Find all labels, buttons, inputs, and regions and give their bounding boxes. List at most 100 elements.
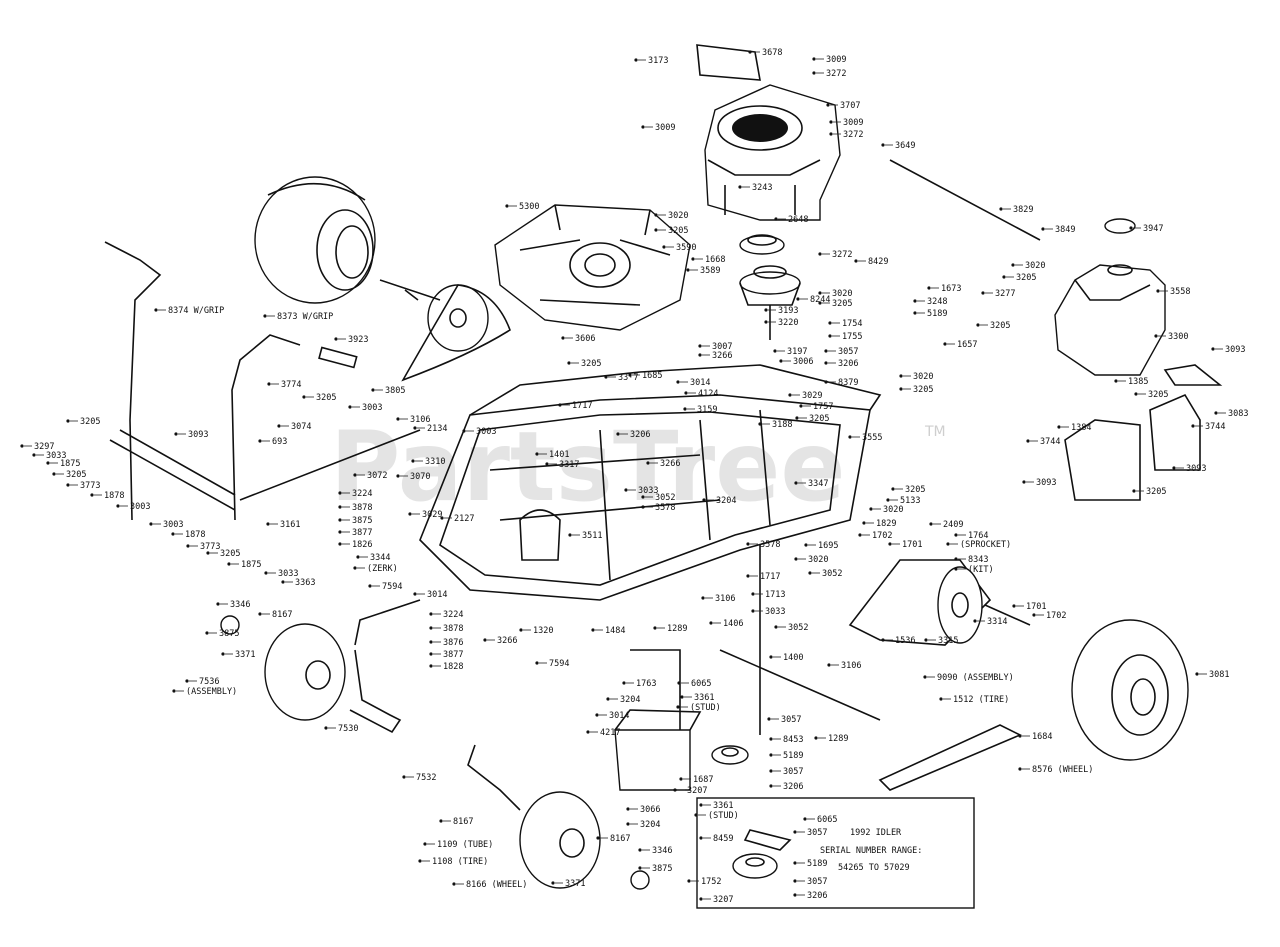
part-callout: 3009 <box>843 118 863 128</box>
part-callout: (STUD) <box>690 703 721 713</box>
part-callout: 3878 <box>352 503 372 513</box>
part-callout: 1401 <box>549 450 569 460</box>
part-callout: 8244 <box>810 295 830 305</box>
part-callout: (ZERK) <box>367 564 398 574</box>
part-callout: 3204 <box>716 496 736 506</box>
leader-dot <box>638 848 642 852</box>
leader-dot <box>348 405 352 409</box>
part-callout: 3173 <box>648 56 668 66</box>
transaxle <box>494 204 691 331</box>
part-callout: 1878 <box>185 530 205 540</box>
leader-dot <box>1022 480 1026 484</box>
part-callout: 3361 <box>694 693 714 703</box>
part-callout: 3877 <box>352 528 372 538</box>
part-callout: 3876 <box>443 638 463 648</box>
leader-dot <box>52 472 56 476</box>
leader-dot <box>677 681 681 685</box>
part-callout: 3774 <box>281 380 301 390</box>
rear-wheel-left <box>254 176 376 304</box>
part-callout: 3074 <box>291 422 311 432</box>
leader-dot <box>691 257 695 261</box>
part-callout: 3204 <box>640 820 660 830</box>
leader-dot <box>946 542 950 546</box>
leader-dot <box>653 626 657 630</box>
leader-dot <box>628 373 632 377</box>
part-callout: (KIT) <box>968 565 994 575</box>
part-callout: 3277 <box>995 289 1015 299</box>
part-callout: 3205 <box>581 359 601 369</box>
part-callout: 1536 <box>895 636 915 646</box>
part-callout: 3371 <box>565 879 585 889</box>
leader-dot <box>899 387 903 391</box>
leader-dot <box>429 612 433 616</box>
leader-dot <box>699 897 703 901</box>
part-callout: 3590 <box>676 243 696 253</box>
part-callout: 3093 <box>188 430 208 440</box>
leader-dot <box>814 736 818 740</box>
part-callout: 5189 <box>927 309 947 319</box>
part-callout: 3020 <box>832 289 852 299</box>
leader-dot <box>701 596 705 600</box>
part-callout: 3081 <box>1209 670 1229 680</box>
part-callout: 3020 <box>883 505 903 515</box>
part-callout: 3272 <box>843 130 863 140</box>
part-callout: 3272 <box>826 69 846 79</box>
part-callout: 3003 <box>130 502 150 512</box>
leader-dot <box>684 391 688 395</box>
part-callout: 1406 <box>723 619 743 629</box>
part-callout: 3578 <box>760 540 780 550</box>
leader-dot <box>954 567 958 571</box>
leader-dot <box>869 507 873 511</box>
leader-dot <box>1002 275 1006 279</box>
part-callout: 3773 <box>80 481 100 491</box>
part-callout: 3033 <box>638 486 658 496</box>
leader-dot <box>1214 411 1218 415</box>
part-callout: 1701 <box>1026 602 1046 612</box>
leader-dot <box>277 424 281 428</box>
leader-dot <box>411 459 415 463</box>
part-callout: 3003 <box>362 403 382 413</box>
part-callout: 6065 <box>817 815 837 825</box>
part-callout: 693 <box>272 437 287 447</box>
leader-dot <box>221 652 225 656</box>
leader-dot <box>818 291 822 295</box>
part-callout: 3020 <box>808 555 828 565</box>
part-callout: 1384 <box>1071 423 1091 433</box>
leader-dot <box>913 299 917 303</box>
part-callout: 3707 <box>840 101 860 111</box>
part-callout: 8374 W/GRIP <box>168 306 224 316</box>
leader-dot <box>828 334 832 338</box>
leader-dot <box>205 631 209 635</box>
part-callout: 5133 <box>900 496 920 506</box>
part-callout: 3555 <box>862 433 882 443</box>
part-callout: 8453 <box>783 735 803 745</box>
leader-dot <box>746 574 750 578</box>
leader-dot <box>679 777 683 781</box>
leader-dot <box>973 619 977 623</box>
leader-dot <box>368 584 372 588</box>
leader-dot <box>923 675 927 679</box>
part-callout: 3106 <box>841 661 861 671</box>
leader-dot <box>943 342 947 346</box>
part-callout: 3678 <box>762 48 782 58</box>
leader-dot <box>794 557 798 561</box>
leader-dot <box>793 830 797 834</box>
leader-dot <box>803 817 807 821</box>
leader-dot <box>1057 425 1061 429</box>
part-callout: 1289 <box>828 734 848 744</box>
part-callout: 1108 (TIRE) <box>432 857 488 867</box>
leader-dot <box>1154 334 1158 338</box>
leader-dot <box>462 429 466 433</box>
part-callout: 3875 <box>652 864 672 874</box>
caster-forks <box>349 599 521 811</box>
leader-dot <box>429 664 433 668</box>
leader-dot <box>154 308 158 312</box>
part-callout: 1320 <box>533 626 553 636</box>
leader-dot <box>622 681 626 685</box>
part-callout: 8167 <box>453 817 473 827</box>
part-callout: 3007 <box>712 342 732 352</box>
part-callout: (ASSEMBLY) <box>186 687 237 697</box>
leader-dot <box>606 697 610 701</box>
leader-dot <box>769 655 773 659</box>
part-callout: 2648 <box>788 215 808 225</box>
